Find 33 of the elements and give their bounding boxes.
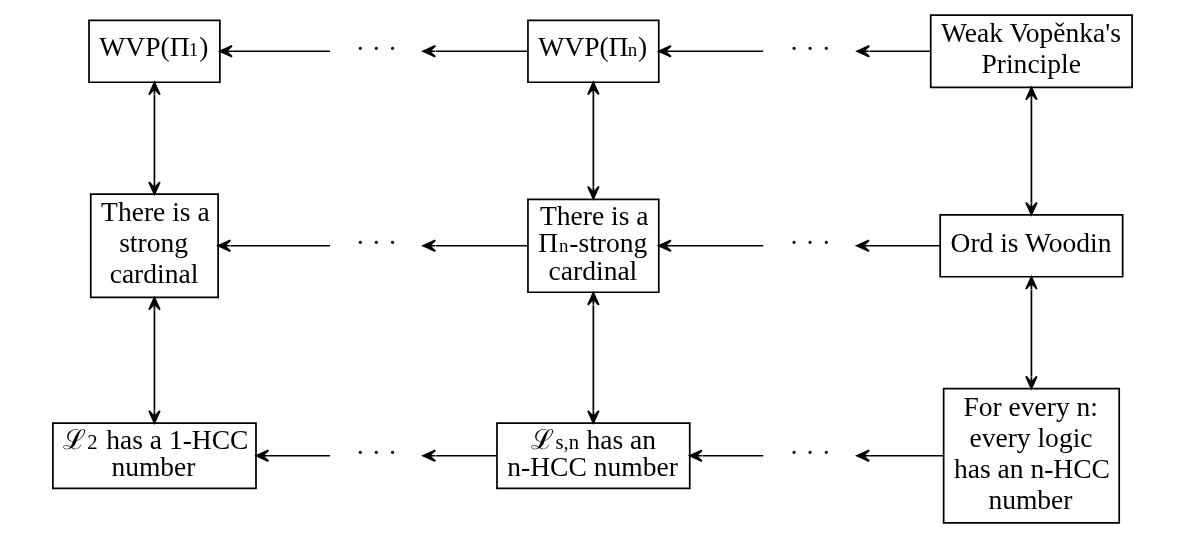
arrow [255, 449, 331, 463]
arrow [586, 81, 600, 200]
arrow [688, 449, 764, 463]
node-box: ℒ2 has a 1-HCC number [51, 422, 257, 490]
node-box: ℒs,n has an n-HCC number [495, 422, 691, 490]
node-text: · · · [355, 437, 397, 469]
arrow [218, 45, 331, 58]
node-text: · · · [355, 227, 397, 259]
node-box: There is a strong cardinal [89, 193, 219, 299]
arrow [855, 239, 941, 253]
node-text: · · · [355, 32, 397, 64]
node-text: · · · [789, 32, 831, 64]
arrow [657, 239, 764, 253]
arrow [1024, 86, 1038, 216]
arrow [421, 45, 528, 58]
arrow [421, 449, 498, 463]
arrow [1024, 276, 1038, 390]
arrow [147, 296, 161, 424]
node-box: WVP(Π1) [87, 19, 221, 84]
node-box: WVP(Πn) [526, 19, 660, 84]
node-box: Ord is Woodin [938, 213, 1123, 278]
arrow [855, 45, 931, 58]
arrow [855, 449, 944, 463]
arrow [216, 239, 331, 253]
arrow [586, 291, 600, 424]
node-box: For every n: every logic has an n-HCC number [942, 387, 1120, 524]
node-text: · · · [789, 437, 831, 469]
arrow [421, 239, 528, 253]
arrow [657, 45, 764, 58]
node-box: There is a Πn-strong cardinal [526, 198, 660, 294]
arrow [147, 81, 161, 195]
node-box: Weak Vopěnka's Principle [929, 14, 1133, 89]
node-text: · · · [789, 227, 831, 259]
